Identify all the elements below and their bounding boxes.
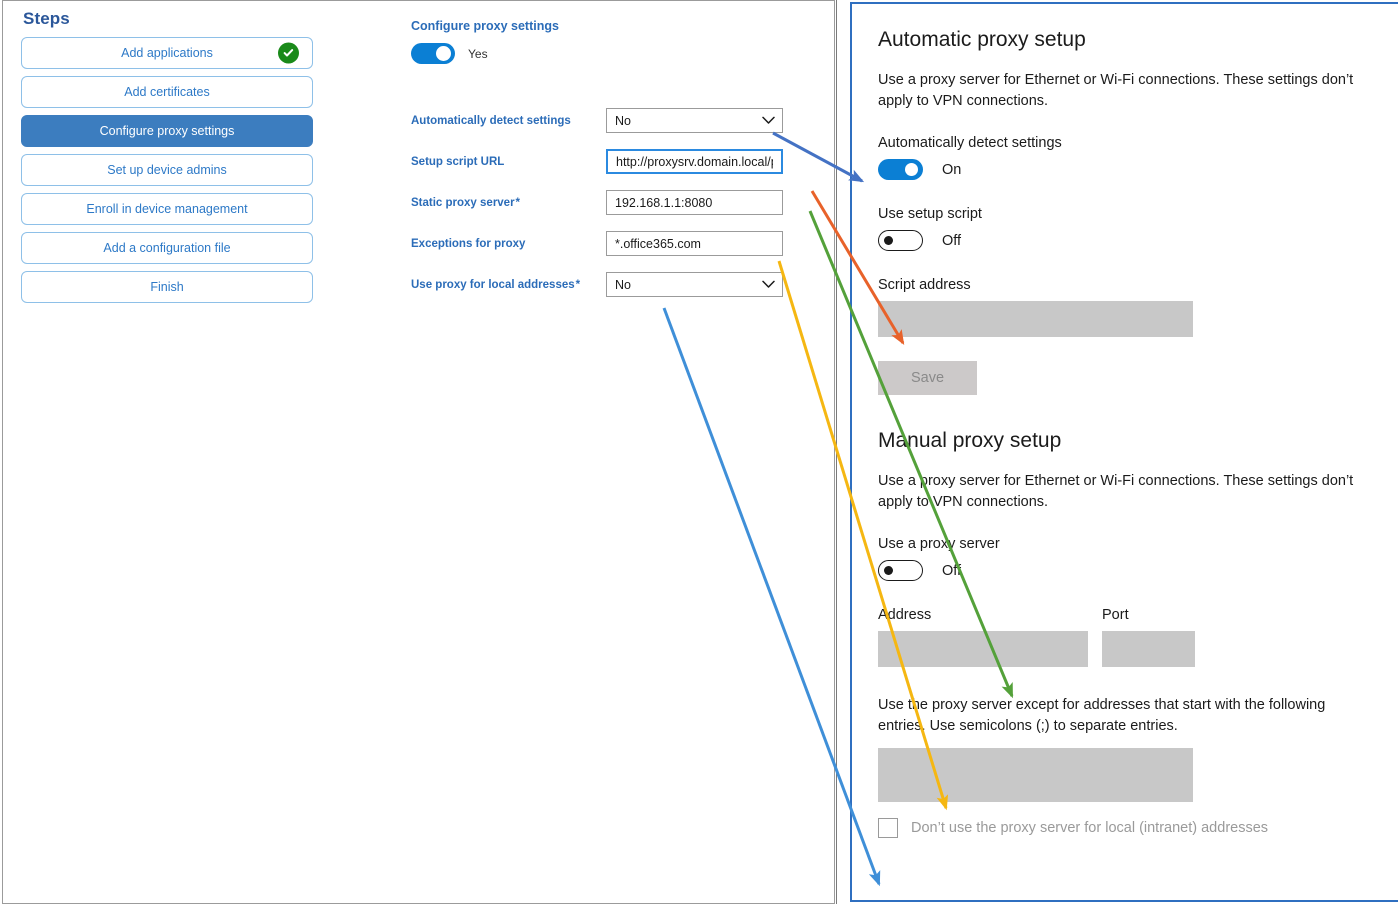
configure-proxy-toggle[interactable] bbox=[411, 43, 455, 64]
use-a-proxy-server-label: Use a proxy server bbox=[878, 536, 1000, 553]
sidebar-item-add-applications[interactable]: Add applications bbox=[21, 37, 313, 69]
wizard-frame: Steps Add applications Add certificates … bbox=[2, 0, 835, 904]
chevron-down-icon bbox=[762, 114, 775, 128]
bypass-local-label: Don’t use the proxy server for local (in… bbox=[911, 820, 1269, 837]
address-col: Address bbox=[878, 607, 1088, 691]
sidebar-item-configure-proxy-settings[interactable]: Configure proxy settings bbox=[21, 115, 313, 147]
field-use-proxy-for-local-addresses: Use proxy for local addresses * No bbox=[411, 272, 831, 297]
step-label: Add a configuration file bbox=[103, 241, 231, 255]
address-port-row: Address Port bbox=[878, 607, 1372, 691]
toggle-state-label: On bbox=[942, 161, 962, 178]
field-label: Static proxy server * bbox=[411, 196, 520, 209]
steps-sidebar: Steps Add applications Add certificates … bbox=[21, 9, 313, 310]
address-input[interactable] bbox=[878, 631, 1088, 668]
field-static-proxy-server: Static proxy server * 192.168.1.1:8080 bbox=[411, 190, 831, 215]
input-value: http://proxysrv.domain.local/proxy.pa bbox=[616, 154, 773, 169]
exceptions-input[interactable] bbox=[878, 748, 1193, 803]
panel-divider-line bbox=[836, 0, 837, 904]
toggle-state-label: Off bbox=[942, 232, 962, 249]
script-address-label: Script address bbox=[878, 277, 971, 294]
configure-proxy-toggle-label: Yes bbox=[468, 46, 488, 61]
exceptions-description: Use the proxy server except for addresse… bbox=[878, 697, 1326, 734]
bypass-local-row: Don’t use the proxy server for local (in… bbox=[878, 818, 1372, 839]
port-col: Port bbox=[1102, 607, 1195, 691]
sidebar-item-enroll-in-device-management[interactable]: Enroll in device management bbox=[21, 193, 313, 225]
field-label: Automatically detect settings bbox=[411, 114, 571, 127]
automatically-detect-settings-label: Automatically detect settings bbox=[878, 135, 1062, 152]
save-button[interactable]: Save bbox=[878, 361, 977, 396]
step-label: Finish bbox=[150, 280, 184, 294]
chevron-down-icon bbox=[762, 278, 775, 292]
field-label: Use proxy for local addresses * bbox=[411, 278, 581, 291]
use-setup-script-label: Use setup script bbox=[878, 206, 982, 223]
sidebar-item-finish[interactable]: Finish bbox=[21, 271, 313, 303]
sidebar-item-add-certificates[interactable]: Add certificates bbox=[21, 76, 313, 108]
step-label: Add certificates bbox=[124, 85, 210, 99]
automatic-proxy-setup-heading: Automatic proxy setup bbox=[878, 28, 1086, 51]
automatically-detect-settings-toggle[interactable] bbox=[878, 159, 923, 181]
step-label: Add applications bbox=[121, 46, 213, 60]
windows-proxy-settings-panel: Automatic proxy setup Use a proxy server… bbox=[850, 2, 1398, 902]
check-circle-icon bbox=[278, 42, 299, 64]
automatically-detect-settings-select[interactable]: No bbox=[606, 108, 783, 133]
toggle-state-label: Off bbox=[942, 562, 962, 579]
steps-title: Steps bbox=[23, 9, 70, 28]
proxy-settings-form: Configure proxy settings Yes Automatical… bbox=[411, 19, 831, 313]
field-automatically-detect-settings: Automatically detect settings No bbox=[411, 108, 831, 133]
exceptions-for-proxy-input[interactable]: *.office365.com bbox=[606, 231, 783, 256]
field-label: Setup script URL bbox=[411, 155, 505, 168]
use-setup-script-toggle[interactable] bbox=[878, 230, 923, 252]
select-value: No bbox=[615, 113, 631, 128]
sidebar-item-set-up-device-admins[interactable]: Set up device admins bbox=[21, 154, 313, 186]
manual-proxy-setup-description: Use a proxy server for Ethernet or Wi-Fi… bbox=[878, 473, 1354, 510]
field-exceptions-for-proxy: Exceptions for proxy *.office365.com bbox=[411, 231, 831, 256]
automatic-proxy-setup-description: Use a proxy server for Ethernet or Wi-Fi… bbox=[878, 72, 1354, 109]
port-input[interactable] bbox=[1102, 631, 1195, 668]
select-value: No bbox=[615, 277, 631, 292]
address-label: Address bbox=[878, 607, 932, 624]
input-value: 192.168.1.1:8080 bbox=[615, 195, 713, 210]
step-label: Set up device admins bbox=[107, 163, 227, 177]
port-label: Port bbox=[1102, 607, 1129, 624]
script-address-input[interactable] bbox=[878, 301, 1193, 338]
input-value: *.office365.com bbox=[615, 236, 701, 251]
step-label: Configure proxy settings bbox=[99, 124, 235, 138]
use-setup-script-row: Off bbox=[878, 230, 1372, 252]
setup-script-url-input[interactable]: http://proxysrv.domain.local/proxy.pa bbox=[606, 149, 783, 174]
automatically-detect-settings-row: On bbox=[878, 159, 1372, 181]
field-setup-script-url: Setup script URL http://proxysrv.domain.… bbox=[411, 149, 831, 174]
form-heading: Configure proxy settings bbox=[411, 19, 559, 33]
bypass-local-checkbox[interactable] bbox=[878, 818, 898, 839]
field-label: Exceptions for proxy bbox=[411, 237, 526, 250]
static-proxy-server-input[interactable]: 192.168.1.1:8080 bbox=[606, 190, 783, 215]
step-label: Enroll in device management bbox=[86, 202, 248, 216]
sidebar-item-add-a-configuration-file[interactable]: Add a configuration file bbox=[21, 232, 313, 264]
use-a-proxy-server-toggle[interactable] bbox=[878, 560, 923, 582]
use-a-proxy-server-row: Off bbox=[878, 560, 1372, 582]
use-proxy-for-local-addresses-select[interactable]: No bbox=[606, 272, 783, 297]
form-fields: Automatically detect settings No Setup s… bbox=[411, 108, 831, 297]
manual-proxy-setup-heading: Manual proxy setup bbox=[878, 429, 1062, 453]
configure-proxy-toggle-row: Yes bbox=[411, 43, 831, 64]
